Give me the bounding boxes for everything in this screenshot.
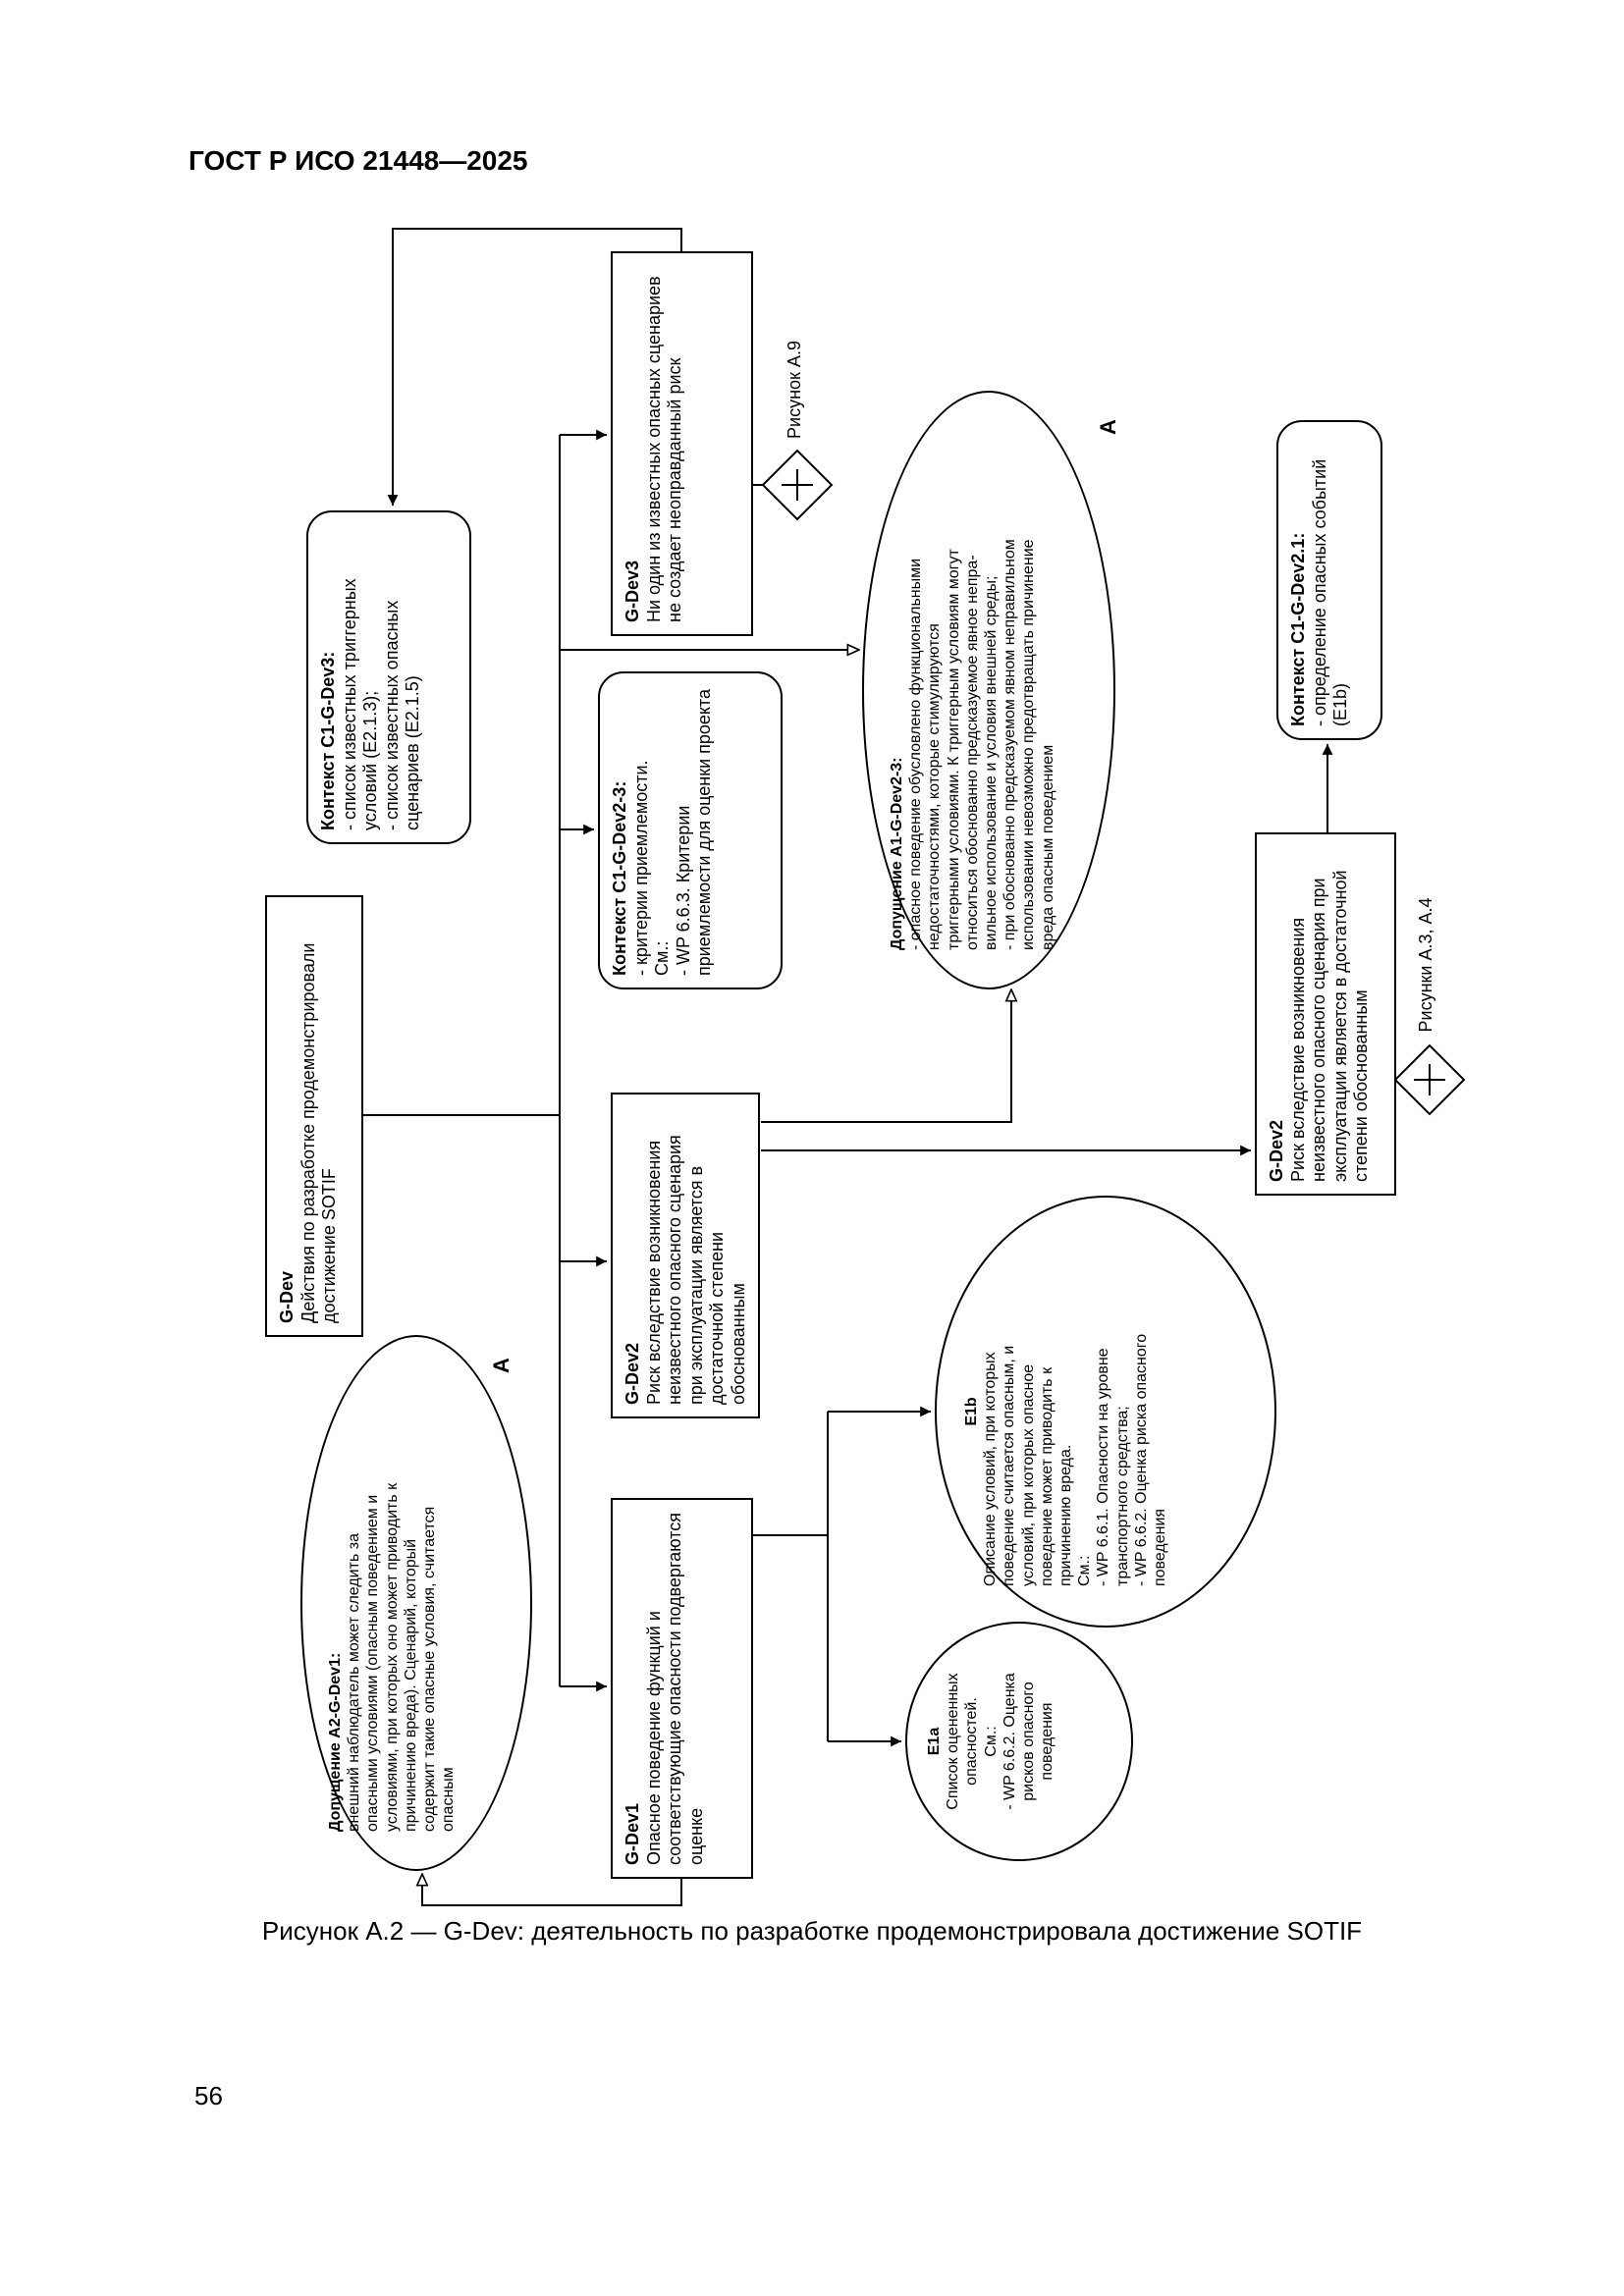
connector-gdev1-to-a2 <box>422 1874 682 1906</box>
context-c1-gdev21: Контекст C1-G-Dev2.1: - определение опас… <box>1276 420 1382 740</box>
module-diamond-a3a4-icon <box>1393 1043 1466 1116</box>
goal-gdev-title: G-Dev <box>277 1270 297 1323</box>
assumption-a2-body: внешний наблюдатель может следить за опа… <box>346 1482 458 1832</box>
evidence-e1b-title: E1b <box>963 1397 980 1426</box>
connector-gdev2-to-a1 <box>761 989 1011 1123</box>
context-c1-gdev21-body: - определение опасных событий (E1b) <box>1309 458 1351 726</box>
evidence-e1a: E1a Список оцененных опасностей. См.: - … <box>905 1622 1133 1861</box>
context-c1-gdev23: Контекст C1-G-Dev2-3: - критерии приемле… <box>598 671 783 989</box>
connectors <box>363 228 1333 1906</box>
evidence-e1a-body: Список оцененных опасностей. См.: - WP 6… <box>945 1673 1056 1810</box>
figures-a3-a4-label: Рисунки А.3, А.4 <box>1415 897 1435 1033</box>
goal-gdev2-away: G-Dev2 Риск вследствие возникновения неи… <box>1255 832 1396 1196</box>
context-c1-gdev3: Контекст C1-G-Dev3: - список известных т… <box>306 510 471 844</box>
context-c1-gdev23-title: Контекст C1-G-Dev2-3: <box>610 780 629 976</box>
goal-gdev2-away-body: Риск вследствие возникновения неизвестно… <box>1287 870 1372 1182</box>
goal-gdev2-body: Риск вследствие возникновения неизвестно… <box>643 1135 748 1405</box>
goal-gdev1-title: G-Dev1 <box>623 1802 642 1865</box>
assumption-a2-marker: A <box>489 1358 514 1373</box>
goal-gdev1: G-Dev1 Опасное поведение функций и соотв… <box>611 1498 753 1879</box>
assumption-a1-marker: A <box>1096 419 1120 435</box>
evidence-e1a-title: E1a <box>926 1727 943 1756</box>
context-c1-gdev23-body: - критерии приемлемости. См.: - WP 6.6.3… <box>630 688 715 976</box>
goal-gdev3-body: Ни один из известных опасных сценариев н… <box>643 276 685 622</box>
assumption-a1-body: - опасное поведение обусловлено функцион… <box>907 539 1056 950</box>
context-c1-gdev3-body: - список известных триггерных условий (Е… <box>339 578 423 830</box>
goal-gdev2: G-Dev2 Риск вследствие возникновения неи… <box>611 1093 760 1418</box>
evidence-e1b: E1b Описание условий, при которых поведе… <box>935 1196 1276 1628</box>
assumption-a2-title: Допущение A2-G-Dev1: <box>327 1652 344 1832</box>
context-c1-gdev21-title: Контекст C1-G-Dev2.1: <box>1288 532 1308 726</box>
assumption-a1-gdev23: Допущение A1-G-Dev2-3: - опасное поведен… <box>862 391 1115 989</box>
module-diamond-a9-icon <box>761 449 834 521</box>
goal-gdev1-body: Опасное поведение функций и соответствую… <box>643 1512 706 1865</box>
assumption-a1-title: Допущение A1-G-Dev2-3: <box>889 757 905 950</box>
evidence-e1b-body: Описание условий, при которых поведение … <box>982 1333 1168 1586</box>
assumption-a2-gdev1: Допущение A2-G-Dev1: внешний наблюдатель… <box>300 1335 532 1871</box>
goal-gdev-body: Действия по разработке продемонстрировал… <box>298 942 340 1323</box>
page-number: 56 <box>194 2081 223 2110</box>
document-header: ГОСТ Р ИСО 21448—2025 <box>189 145 528 176</box>
figure-a9-label: Рисунок А.9 <box>784 341 804 439</box>
context-c1-gdev3-title: Контекст C1-G-Dev3: <box>318 651 338 830</box>
figure-caption: Рисунок А.2 — G-Dev: деятельность по раз… <box>261 1916 1363 1946</box>
goal-gdev2-away-title: G-Dev2 <box>1267 1119 1286 1182</box>
goal-gdev3: G-Dev3 Ни один из известных опасных сцен… <box>611 251 753 636</box>
connector-gdev3-to-ctx-c1gdev3 <box>387 228 682 506</box>
goal-gdev3-title: G-Dev3 <box>623 560 642 622</box>
goal-gdev: G-Dev Действия по разработке продемонстр… <box>265 895 363 1337</box>
goal-gdev2-title: G-Dev2 <box>623 1342 642 1405</box>
